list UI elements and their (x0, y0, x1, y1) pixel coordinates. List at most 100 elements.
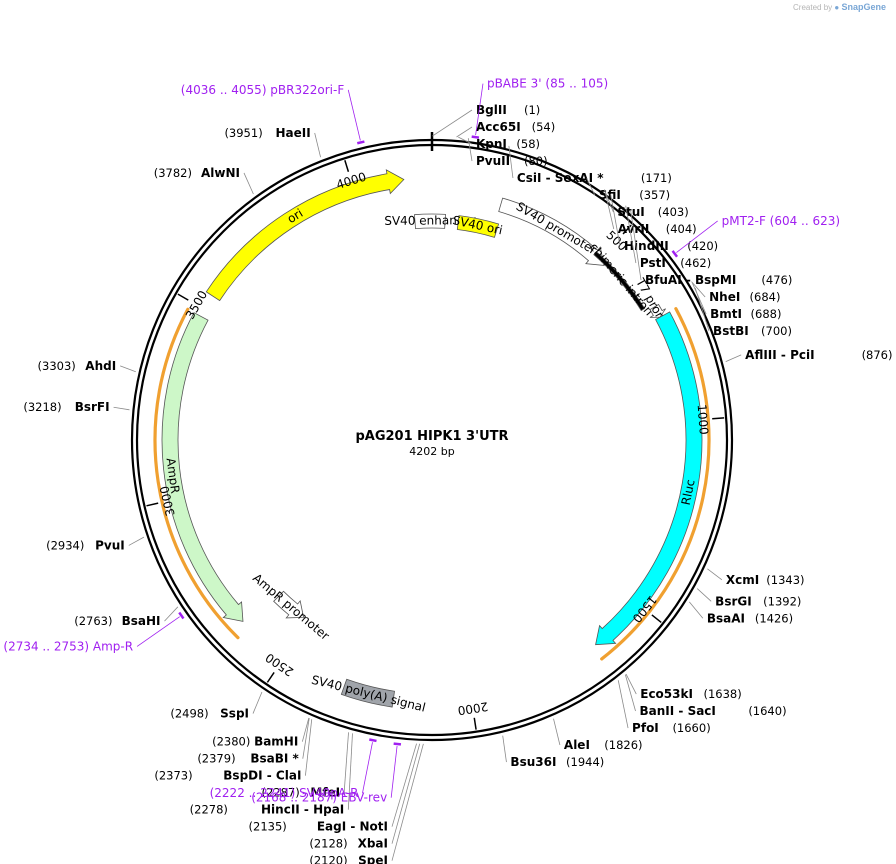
feature-sv40-ori[interactable] (456, 215, 500, 238)
site-bspdi-clai[interactable]: BspDI - ClaI (2373) (154, 719, 313, 783)
site-position: (462) (680, 256, 711, 270)
site-pvuii[interactable]: PvuII(80) (467, 138, 548, 168)
feature-ampr-promoter[interactable] (273, 590, 305, 619)
tick-label-2000: 2000 (457, 699, 489, 717)
tick-label-3500: 3500 (183, 288, 210, 321)
orf-1 (153, 307, 240, 640)
tick-2500 (266, 672, 275, 683)
site-leader (617, 680, 629, 729)
site-mfei[interactable]: MfeI(2287) (261, 732, 349, 800)
site-ahdi[interactable]: AhdI(3303) (38, 359, 136, 373)
primer-amp-r[interactable]: (2734 .. 2753) Amp-R (3, 611, 185, 653)
primer-leader (390, 745, 398, 798)
tick-label-3000: 3000 (157, 485, 178, 518)
site-name: AlwNI (201, 166, 240, 180)
site-eco53ki[interactable]: Eco53kI(1638) (625, 673, 742, 701)
site-bamhi[interactable]: BamHI(2380) (212, 717, 310, 749)
site-spei[interactable]: SpeI(2120) (309, 743, 424, 864)
primer-pmt2-f[interactable]: pMT2-F (604 .. 623) (671, 214, 841, 258)
site-haeii[interactable]: HaeII(3951) (224, 126, 321, 158)
site-position: (688) (751, 307, 782, 321)
site-position: (58) (516, 137, 540, 151)
site-name: BglII (476, 103, 507, 117)
site-banii-saci[interactable]: BanII - SacI(1640) (624, 674, 787, 718)
primer-ebv-rev[interactable]: (2168 .. 2187) EBV-rev (251, 742, 402, 805)
feature-ampr[interactable] (161, 312, 244, 622)
site-leader (467, 138, 473, 162)
primer-pbabe-3[interactable]: pBABE 3' (85 .. 105) (471, 77, 609, 139)
site-leader (725, 354, 742, 362)
site-leader (624, 674, 636, 712)
site-name: AflIII - PciI (745, 348, 814, 362)
site-position: (1343) (766, 573, 804, 587)
site-xbai[interactable]: XbaI(2128) (309, 743, 421, 851)
site-sspi[interactable]: SspI(2498) (170, 691, 263, 721)
tick-500 (622, 224, 632, 235)
feature-label-ori: ori (285, 206, 306, 226)
site-name: HaeII (275, 126, 310, 140)
site-acc65i[interactable]: Acc65I(54) (456, 120, 556, 138)
site-alei[interactable]: AleI(1826) (553, 718, 643, 752)
feature-label-sv40-promoter: SV40 promoter (514, 199, 599, 257)
site-afliii-pcii[interactable]: AflIII - PciI(876) (725, 348, 893, 362)
site-position: (3218) (23, 400, 61, 414)
site-bsu36i[interactable]: Bsu36I(1944) (502, 735, 605, 769)
feature-label-sv40-ori: SV40 ori (451, 213, 503, 237)
site-sfii[interactable]: SfiI(357) (586, 178, 670, 202)
site-psti[interactable]: PstI(462) (625, 205, 712, 270)
brand: Created by ● SnapGene (793, 2, 886, 12)
feature-t7-promoter[interactable] (649, 303, 666, 318)
site-csii-sexai[interactable]: CsiI - SexAI *(171) (508, 145, 672, 185)
site-name: BspDI - ClaI (223, 769, 301, 783)
site-bsrfi[interactable]: BsrFI (3218) (23, 400, 130, 414)
orf-0 (600, 307, 711, 661)
feature-sv40-poly-a-signal[interactable] (340, 678, 395, 708)
site-bmti[interactable]: BmtI (688) (692, 283, 781, 321)
site-bsrgi[interactable]: BsrGI(1392) (696, 588, 801, 609)
primer-label: (4036 .. 4055) pBR322ori-F (181, 83, 345, 97)
primer-mark (393, 742, 402, 746)
primer-pbr322ori-f[interactable]: (4036 .. 4055) pBR322ori-F (181, 83, 365, 145)
site-position: (171) (641, 171, 672, 185)
tick-3500 (177, 293, 189, 301)
site-position: (2373) (154, 769, 192, 783)
site-xcmi[interactable]: XcmI(1343) (707, 568, 805, 587)
site-eagi-noti[interactable]: EagI - NotI(2135) (249, 743, 417, 834)
site-alwni[interactable]: AlwNI(3782) (154, 166, 254, 195)
site-name: BmtI (710, 307, 742, 321)
tick-1000 (712, 417, 725, 420)
primer-mark (369, 738, 377, 743)
site-bsabi[interactable]: BsaBI *(2379) (197, 718, 310, 766)
feature-rluc[interactable] (595, 311, 703, 646)
site-bstbi[interactable]: BstBI(700) (694, 287, 792, 338)
brand-name: SnapGene (841, 2, 886, 12)
site-pvui[interactable]: PvuI(2934) (46, 536, 145, 552)
feature-label-rluc: Rluc (679, 478, 698, 506)
site-hincii-hpai[interactable]: HincII - HpaI(2278) (190, 733, 353, 817)
site-name: HindIII (624, 239, 669, 253)
feature-chimeric-intron[interactable] (593, 251, 646, 312)
site-name: BsrGI (715, 594, 752, 608)
site-pfoi[interactable]: PfoI(1660) (617, 680, 711, 735)
feature-sv40-enhancer[interactable] (414, 213, 446, 230)
site-leader (391, 743, 417, 827)
site-leader (343, 732, 349, 793)
site-position: (2120) (309, 854, 347, 864)
site-leader (553, 718, 561, 746)
site-position: (1640) (748, 704, 786, 718)
site-name: BsaBI * (250, 752, 299, 766)
site-nhei[interactable]: NheI(684) (691, 281, 780, 304)
site-name: NheI (709, 290, 740, 304)
site-name: Eco53kI (640, 687, 693, 701)
tick-1500 (651, 614, 662, 624)
site-kpni[interactable]: KpnI(58) (458, 136, 540, 151)
site-bfuai-bspmi[interactable]: BfuAI - BspMI(476) (630, 209, 793, 287)
primer-sv40pa-r[interactable]: (2222 .. 2241) SV40pA-R (210, 738, 377, 801)
feature-ori[interactable] (205, 169, 405, 302)
site-position: (2934) (46, 538, 84, 552)
site-bsaai[interactable]: BsaAI(1426) (689, 601, 793, 625)
feature-sv40-promoter[interactable] (498, 197, 605, 266)
site-bsahi[interactable]: BsaHI(2763) (74, 606, 179, 628)
site-bglii[interactable]: BglII(1) (432, 103, 540, 137)
site-name: BsrFI (75, 400, 110, 414)
